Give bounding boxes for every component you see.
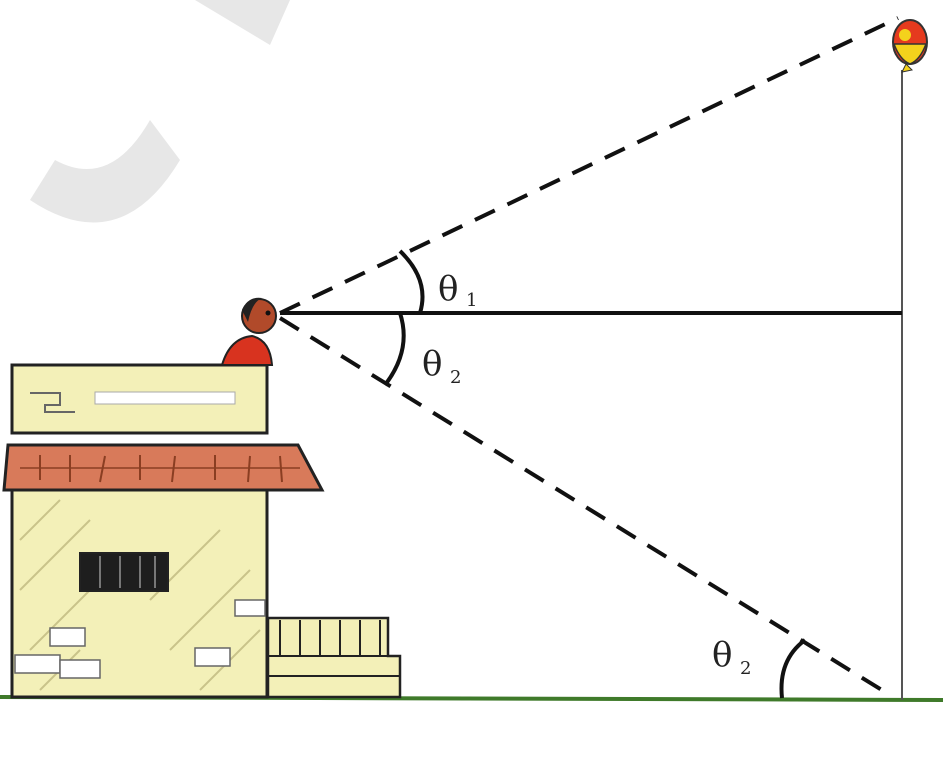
angle-arc-theta2-upper	[383, 312, 406, 387]
label-theta2-lower: θ	[712, 635, 732, 675]
label-theta2-upper-sub: 2	[450, 367, 461, 388]
label-theta2-upper: θ	[422, 344, 442, 384]
angle-arc-theta2-lower	[779, 638, 807, 699]
angle-arc-theta1	[398, 249, 425, 314]
label-theta1-sub: 1	[466, 290, 477, 311]
person-icon	[220, 297, 277, 366]
line-of-sight-elevation	[279, 16, 899, 315]
balloon-icon	[892, 19, 928, 73]
watermark-arc	[30, 120, 180, 223]
building-icon	[2, 363, 402, 699]
line-of-sight-depression	[278, 316, 887, 694]
label-theta2-lower-sub: 2	[740, 658, 751, 679]
label-theta1: θ	[438, 269, 458, 309]
window	[79, 552, 169, 592]
watermark-arc-top	[195, 0, 290, 45]
